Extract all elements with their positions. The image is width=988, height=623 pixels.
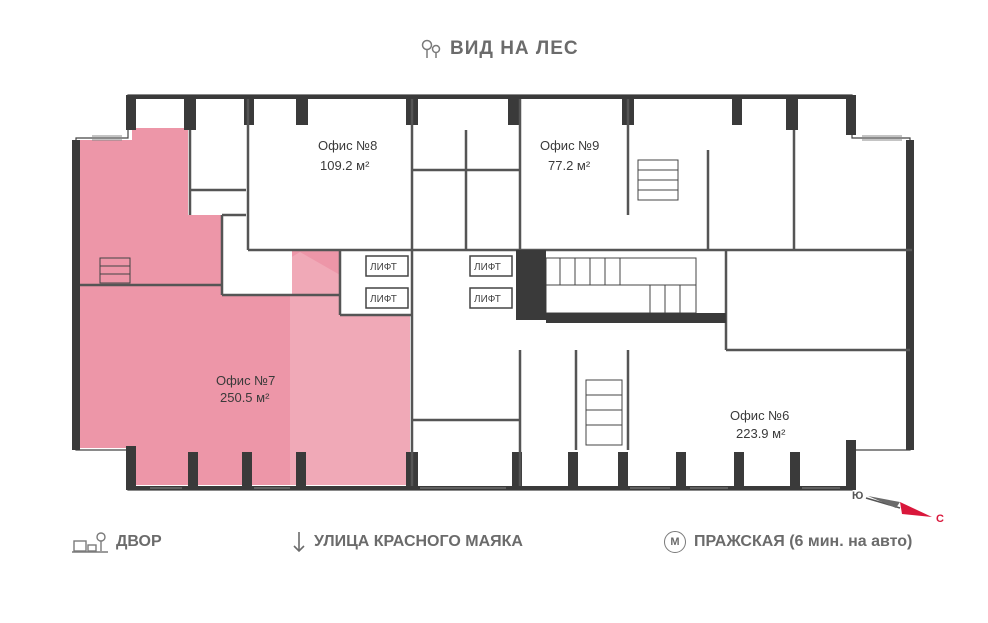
- office-8-name: Офис №8: [318, 138, 377, 153]
- view-label: ВИД НА ЛЕС: [420, 38, 579, 60]
- tree-icon: [421, 39, 441, 58]
- compass: Ю С: [852, 490, 944, 525]
- office-7-name: Офис №7: [216, 373, 275, 388]
- office-6-name: Офис №6: [730, 408, 789, 423]
- lift-label-4: ЛИФТ: [474, 294, 501, 305]
- lift-label-2: ЛИФТ: [370, 294, 397, 305]
- view-label-text: ВИД НА ЛЕС: [450, 38, 579, 59]
- arrow-down-icon: [293, 532, 305, 553]
- interior-walls: [80, 99, 912, 486]
- street-label: УЛИЦА КРАСНОГО МАЯКА: [292, 531, 523, 553]
- office-6-area: 223.9 м²: [736, 426, 786, 441]
- street-label-text: УЛИЦА КРАСНОГО МАЯКА: [314, 533, 523, 550]
- metro-icon: М: [664, 531, 686, 553]
- office-7-light-overlay: [290, 252, 410, 485]
- office-7-area-label: 250.5 м²: [220, 390, 270, 405]
- yard-label-text: ДВОР: [116, 533, 162, 550]
- lift-label-1: ЛИФТ: [370, 262, 397, 273]
- playground-icon: [72, 532, 108, 553]
- metro-label: М ПРАЖСКАЯ (6 мин. на авто): [664, 531, 912, 553]
- window-marks: [92, 135, 902, 489]
- lift-shafts: [365, 250, 726, 323]
- office-8-area: 109.2 м²: [320, 158, 370, 173]
- compass-north: С: [936, 513, 944, 525]
- lift-label-3: ЛИФТ: [474, 262, 501, 273]
- office-9-name: Офис №9: [540, 138, 599, 153]
- office-7-area[interactable]: [80, 128, 410, 485]
- compass-south: Ю: [852, 490, 863, 502]
- office-9-area: 77.2 м²: [548, 158, 591, 173]
- metro-label-text: ПРАЖСКАЯ (6 мин. на авто): [694, 533, 913, 550]
- yard-label: ДВОР: [72, 531, 162, 553]
